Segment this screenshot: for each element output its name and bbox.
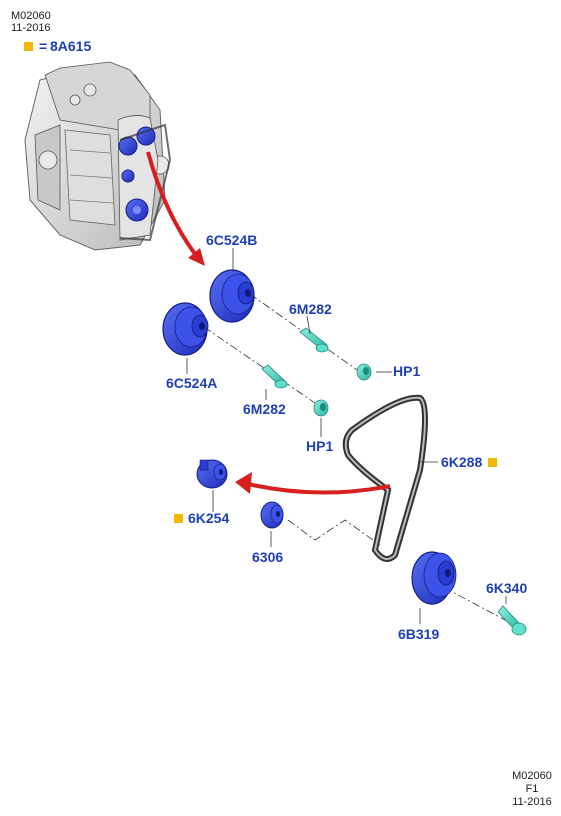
callout-hp1-lower[interactable]: HP1: [306, 438, 334, 454]
callout-6306[interactable]: 6306: [252, 549, 284, 565]
header-code: M02060: [11, 10, 51, 22]
locator-arrow-lower: [235, 472, 391, 495]
parent-ref-equals: =: [39, 38, 48, 54]
crankshaft-damper[interactable]: [411, 551, 457, 605]
note-badge-icon: [24, 42, 33, 51]
vct-sprocket-lower[interactable]: [162, 302, 209, 356]
footer-rev: F1: [525, 783, 539, 795]
damper-bolt[interactable]: [497, 605, 527, 636]
crankshaft-sprocket[interactable]: [260, 501, 284, 529]
timing-belt[interactable]: [342, 394, 428, 562]
callout-hp1-upper[interactable]: HP1: [393, 363, 421, 379]
leader-lines: [186, 248, 507, 624]
callout-6b319[interactable]: 6B319: [398, 626, 440, 642]
vct-sprocket-upper[interactable]: [209, 269, 255, 323]
bolt-upper[interactable]: [299, 327, 329, 353]
parent-ref-label[interactable]: 8A615: [50, 38, 92, 54]
note-badge-icon: [488, 458, 497, 467]
callout-6k254[interactable]: 6K254: [188, 510, 230, 526]
plug-lower[interactable]: [313, 399, 329, 417]
callout-6k340[interactable]: 6K340: [486, 580, 528, 596]
tensioner[interactable]: [196, 459, 228, 489]
callout-6m282-lower[interactable]: 6M282: [243, 401, 286, 417]
footer-code: M02060: [512, 770, 552, 782]
header-date: 11-2016: [11, 22, 51, 34]
callout-6m282-upper[interactable]: 6M282: [289, 301, 332, 317]
callout-6c524b[interactable]: 6C524B: [206, 232, 258, 248]
footer-date: 11-2016: [512, 796, 552, 808]
bolt-lower[interactable]: [261, 364, 288, 389]
locator-arrow-upper: [146, 151, 205, 266]
note-badge-icon: [174, 514, 183, 523]
callout-6c524a[interactable]: 6C524A: [166, 375, 218, 391]
engine-illustration: [24, 61, 172, 251]
plug-upper[interactable]: [356, 363, 372, 381]
callout-6k288[interactable]: 6K288: [441, 454, 483, 470]
